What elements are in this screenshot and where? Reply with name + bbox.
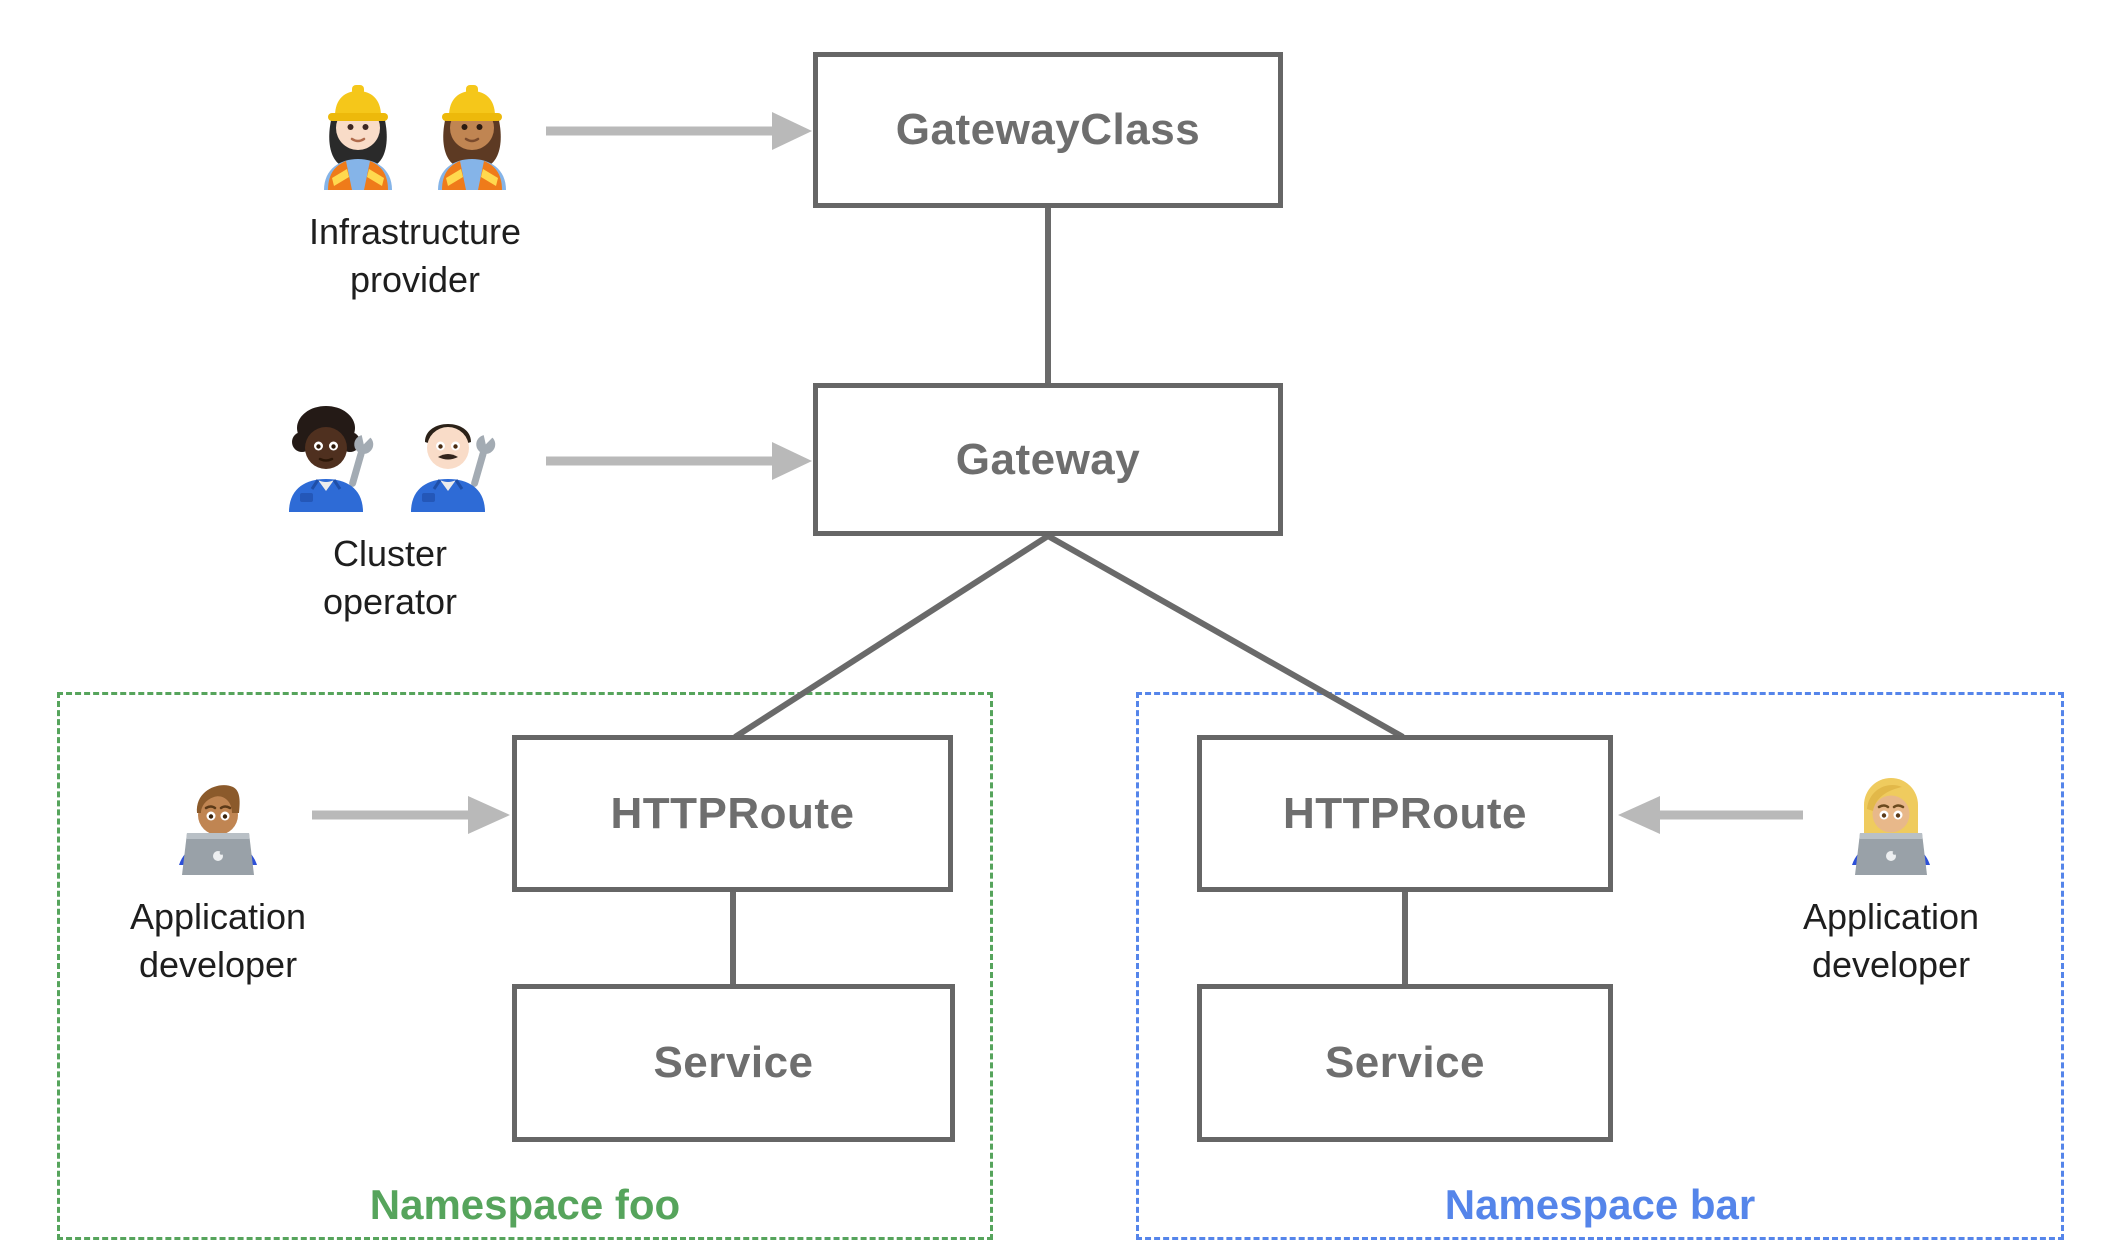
connector-gateway-httproute-foo — [733, 533, 1050, 740]
actor-cluster-operator: Cluster operator — [230, 392, 550, 626]
cluster-operator-label: Cluster operator — [322, 533, 458, 622]
node-httproute-bar: HTTPRoute — [1197, 735, 1613, 892]
namespace-bar-container: Namespace bar — [1136, 692, 2064, 1240]
node-httproute-bar-label: HTTPRoute — [1282, 788, 1528, 838]
node-service-foo: Service — [512, 984, 955, 1142]
namespace-bar-label: Namespace bar — [1444, 1181, 1756, 1228]
connector-gateway-httproute-bar — [1046, 533, 1405, 740]
arrow-cluster-operator-to-gateway — [546, 442, 812, 480]
application-developer-foo-icons — [163, 763, 273, 875]
arrow-developer-to-httproute-bar — [1618, 796, 1803, 834]
man-technologist-icon — [163, 763, 273, 875]
woman-construction-worker-light-icon — [306, 70, 410, 190]
node-gatewayclass: GatewayClass — [813, 52, 1283, 208]
arrow-infrastructure-provider-to-gatewayclass — [546, 112, 812, 150]
arrow-developer-to-httproute-foo — [312, 796, 510, 834]
actor-application-developer-bar: Application developer — [1731, 763, 2051, 989]
node-service-bar-label: Service — [1324, 1038, 1486, 1087]
namespace-foo-container: Namespace foo — [57, 692, 993, 1240]
person-mechanic-dark-icon — [273, 392, 385, 512]
cluster-operator-icons — [273, 392, 507, 512]
node-service-foo-label: Service — [653, 1038, 814, 1087]
infrastructure-provider-icons — [306, 70, 524, 190]
application-developer-bar-icons — [1836, 763, 1946, 875]
woman-technologist-icon — [1836, 763, 1946, 875]
node-gatewayclass-label: GatewayClass — [895, 105, 1201, 154]
node-httproute-foo-label: HTTPRoute — [610, 788, 855, 838]
woman-construction-worker-medium-icon — [420, 70, 524, 190]
node-httproute-foo: HTTPRoute — [512, 735, 953, 892]
application-developer-foo-label: Application developer — [129, 896, 307, 985]
node-gateway: Gateway — [813, 383, 1283, 536]
node-service-bar: Service — [1197, 984, 1613, 1142]
node-gateway-label: Gateway — [955, 434, 1141, 484]
actor-application-developer-foo: Application developer — [58, 763, 378, 989]
actor-infrastructure-provider: Infrastructure provider — [255, 70, 575, 304]
namespace-foo-label: Namespace foo — [369, 1181, 681, 1228]
man-mechanic-light-icon — [395, 392, 507, 512]
application-developer-bar-label: Application developer — [1802, 896, 1980, 985]
infrastructure-provider-label: Infrastructure provider — [308, 211, 522, 300]
